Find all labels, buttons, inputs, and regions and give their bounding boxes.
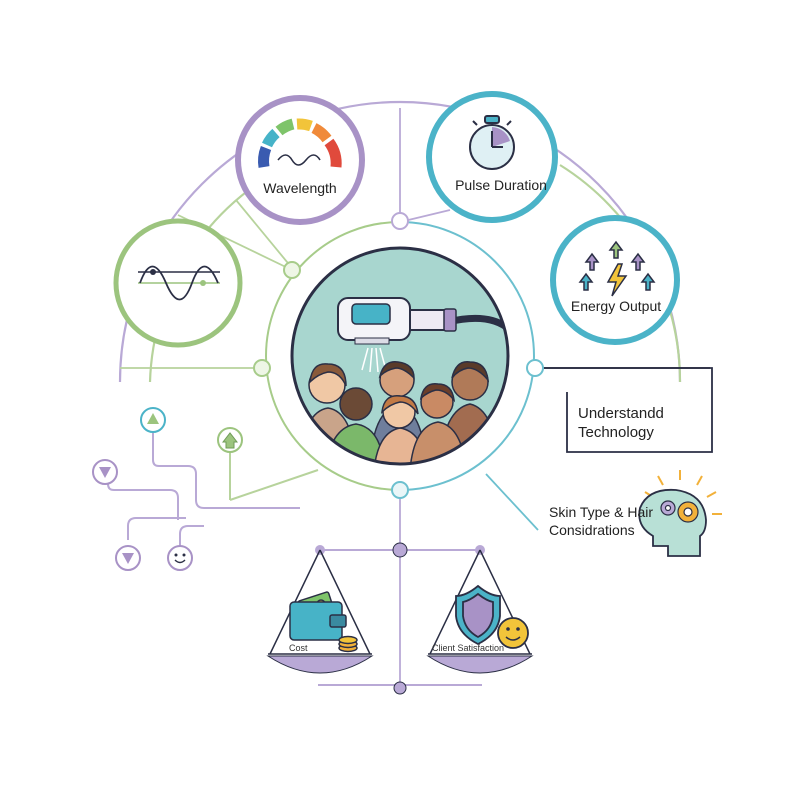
center-circle bbox=[290, 246, 510, 466]
stopwatch-icon bbox=[469, 115, 515, 170]
pulse-node bbox=[426, 91, 558, 223]
wavelength-gauge-icon bbox=[258, 118, 342, 168]
understand-technology-label: Understandd Technology bbox=[578, 405, 664, 441]
skin-type-label: Skin Type & Hair Considrations bbox=[549, 504, 654, 538]
node-dots bbox=[253, 212, 544, 499]
wallet-coins-icon bbox=[289, 591, 358, 653]
flow-icons bbox=[92, 407, 243, 571]
energy-node bbox=[550, 215, 680, 345]
dot-bottom bbox=[391, 481, 409, 499]
connector-skin-diag bbox=[485, 473, 539, 531]
shield-smiley-icon bbox=[455, 584, 529, 649]
home-up-icon bbox=[217, 427, 243, 453]
smiley-icon bbox=[167, 545, 193, 571]
up-arrow-icon bbox=[140, 407, 166, 433]
wave-node bbox=[113, 218, 243, 348]
head-gears-icon bbox=[638, 470, 722, 557]
connector-wavelength-diag bbox=[235, 199, 293, 269]
pulse-duration-label: Pulse Duration bbox=[455, 177, 547, 193]
balance-scale bbox=[266, 542, 534, 695]
dot-top bbox=[391, 212, 409, 230]
inner-ring-green bbox=[265, 221, 401, 491]
energy-arrows-icon bbox=[578, 240, 656, 297]
inner-ring-teal bbox=[399, 221, 535, 491]
wavelength-label: Wavelength bbox=[263, 180, 337, 196]
flow-diagram bbox=[107, 432, 319, 550]
dot-left bbox=[253, 359, 271, 377]
down-arrow-icon bbox=[115, 545, 141, 571]
dot-right bbox=[526, 359, 544, 377]
wavelength-node bbox=[235, 95, 365, 225]
cost-label: Cost bbox=[289, 643, 308, 653]
inner-ring bbox=[265, 221, 535, 491]
energy-output-label: Energy Output bbox=[570, 298, 662, 314]
dot-upper-left bbox=[283, 261, 301, 279]
down-arrow-icon bbox=[92, 459, 118, 485]
understand-box bbox=[535, 367, 713, 453]
client-satisfaction-label: Client Satisfaction bbox=[432, 643, 505, 653]
